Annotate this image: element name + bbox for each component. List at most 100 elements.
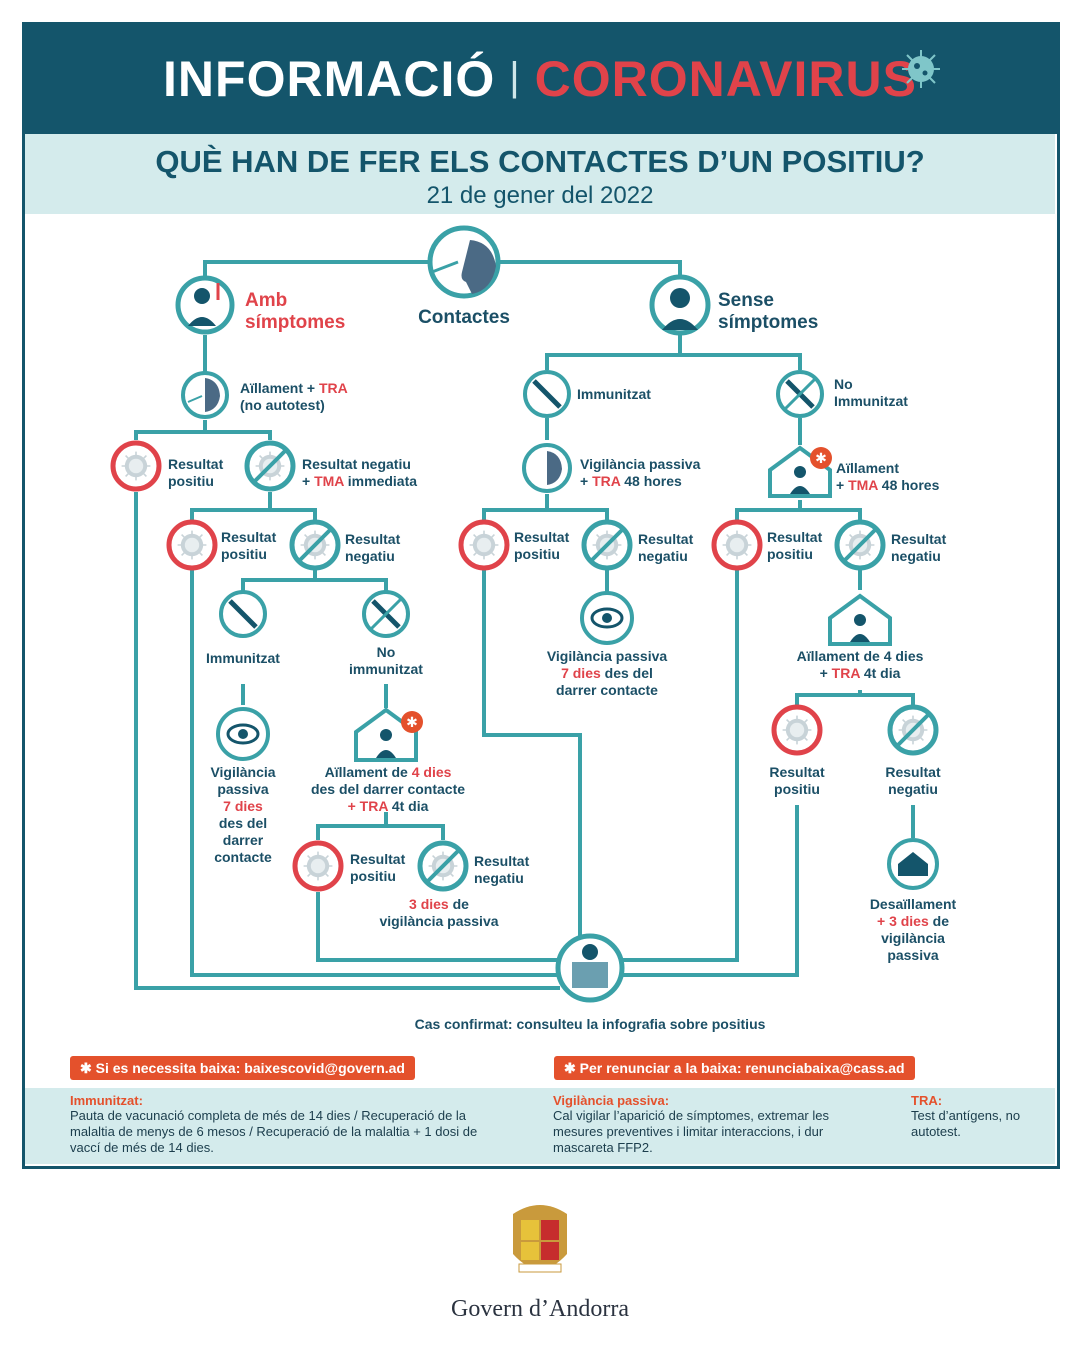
t: 48 hores [620, 473, 682, 489]
t: + [580, 473, 593, 489]
sense-line1: Sense [718, 290, 774, 311]
t: + [836, 477, 849, 493]
t: Resultat [474, 853, 530, 869]
t: Aïllament [836, 460, 900, 476]
virus-negative-icon [417, 840, 469, 892]
vaccine-icon [523, 370, 571, 418]
label-resultat-negatiu-tma: Resultat negatiu+ TMA immediata [302, 456, 417, 490]
t: negatiu [638, 548, 688, 564]
label-aillament-4-dies: Aïllament de 4 dies+ TRA 4t dia [780, 648, 940, 682]
t: negatiu [474, 870, 524, 886]
confirmed-case-icon [555, 933, 625, 1003]
t: de [448, 896, 469, 912]
flowchart-lines: ✱ ✱ [110, 225, 939, 1003]
t: Resultat [168, 456, 224, 472]
t: Vigilància passiva [580, 456, 701, 472]
t: Resultat [885, 764, 941, 780]
subheader: QUÈ HAN DE FER ELS CONTACTES D’UN POSITI… [25, 134, 1055, 214]
virus-icon [902, 50, 940, 88]
t: + [302, 473, 315, 489]
virus-positive-icon [458, 519, 510, 571]
legend-immunitzat-text: Pauta de vacunació completa de més de 14… [70, 1108, 478, 1155]
release-home-icon [887, 838, 939, 890]
t: 4t dia [859, 665, 901, 681]
t: 7 dies [561, 665, 601, 681]
t: Immunitzat [834, 393, 908, 409]
t: positiu [774, 781, 820, 797]
eye-icon [580, 591, 634, 645]
label-immunitzat: Immunitzat [206, 650, 280, 666]
footer-org: Govern d’Andorra [451, 1296, 629, 1322]
t: Resultat [767, 529, 823, 545]
t: positiu [350, 868, 396, 884]
tma-red: TMA [314, 473, 344, 489]
label-contactes: Contactes [418, 307, 510, 328]
subheader-title: QUÈ HAN DE FER ELS CONTACTES D’UN POSITI… [155, 144, 925, 179]
legend-panel [25, 1088, 1055, 1164]
label-immunitzat: Immunitzat [577, 386, 651, 402]
t: de [928, 913, 949, 929]
t: negatiu [345, 548, 395, 564]
subheader-date: 21 de gener del 2022 [426, 182, 654, 209]
t: TRA [359, 798, 388, 814]
t: negatiu [891, 548, 941, 564]
t: Resultat [350, 851, 406, 867]
t: Resultat [221, 529, 277, 545]
page-title: INFORMACIÓ|CORONAVIRUS [22, 50, 1058, 108]
t: passiva [217, 781, 269, 797]
title-separator: | [509, 55, 521, 99]
t: positiu [168, 473, 214, 489]
virus-positive-icon [110, 440, 162, 492]
t: Desaïllament [869, 896, 957, 912]
t: darrer [222, 832, 264, 848]
sense-line2: símptomes [718, 312, 819, 333]
t: Vigilància passiva [546, 648, 668, 664]
t: Aïllament de 4 dies [796, 648, 924, 664]
t: 3 dies [889, 913, 929, 929]
swab-test-icon [181, 371, 229, 419]
tra-red: TRA [318, 380, 348, 396]
t: TRA [592, 473, 621, 489]
t: positiu [221, 546, 267, 562]
thermometer-person-icon [175, 275, 235, 335]
svg-text:✱: ✱ [406, 715, 418, 731]
home-isolation-icon [828, 593, 892, 646]
t: 4 dies [411, 764, 452, 780]
title-informacio: INFORMACIÓ [163, 51, 496, 107]
t: vigilància [881, 930, 945, 946]
t: Vigilància [210, 764, 276, 780]
label-aillament-tma: Aïllament+ TMA 48 hores [836, 460, 939, 494]
virus-negative-icon [289, 519, 341, 571]
t: Resultat [345, 531, 401, 547]
t: 3 dies [409, 896, 449, 912]
t: + [819, 665, 832, 681]
virus-positive-icon [711, 519, 763, 571]
virus-negative-icon [834, 519, 886, 571]
contact-swab-icon [427, 225, 501, 299]
t: 7 dies [223, 798, 263, 814]
no-vaccine-icon [776, 370, 824, 418]
pill-baixa: ✱ Si es necessita baixa: baixescovid@gov… [70, 1056, 415, 1080]
label-cas-confirmat: Cas confirmat: consulteu la infografia s… [414, 1016, 766, 1032]
virus-negative-icon [887, 704, 939, 756]
legend-immunitzat-heading: Immunitzat: [70, 1093, 143, 1108]
t: negatiu [888, 781, 938, 797]
t: contacte [214, 849, 272, 865]
t: des del darrer contacte [310, 781, 466, 797]
t: passiva [887, 947, 939, 963]
t: Resultat [769, 764, 825, 780]
